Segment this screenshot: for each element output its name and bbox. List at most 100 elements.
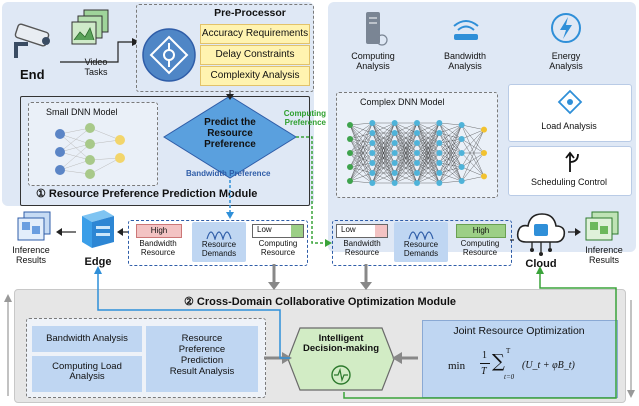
dnn-node xyxy=(347,164,353,170)
cloud-label: Cloud xyxy=(525,258,557,270)
video-frames-icon xyxy=(68,8,112,52)
dnn-edge xyxy=(394,122,418,174)
dnn-edge xyxy=(349,166,373,174)
dnn-edge xyxy=(349,124,373,164)
load-icon xyxy=(556,88,584,116)
dnn-edge xyxy=(416,152,440,184)
dnn-edge xyxy=(372,122,395,184)
dnn-node xyxy=(391,130,398,136)
dnn-edge xyxy=(394,122,418,164)
dnn-node xyxy=(458,136,465,142)
dnn-edge xyxy=(349,122,373,140)
dnn-edge xyxy=(372,122,395,154)
dnn-edge xyxy=(439,122,462,140)
dnn-edge xyxy=(394,122,418,154)
dnn-edge xyxy=(416,172,440,184)
dnn-node xyxy=(347,136,353,142)
small-dnn-graphic xyxy=(50,122,140,180)
wifi-icon xyxy=(448,12,484,44)
dnn-node xyxy=(481,173,487,180)
complexity-item: Complexity Analysis xyxy=(200,66,310,86)
dnn-edge xyxy=(416,122,440,184)
dnn-node xyxy=(347,178,353,184)
dnn-edge xyxy=(439,172,462,182)
dnn-edge xyxy=(416,122,440,134)
dnn-node xyxy=(458,164,465,170)
dnn-edge xyxy=(439,124,462,144)
inference-left-icon xyxy=(14,210,58,244)
dnn-edge xyxy=(461,138,485,177)
dnn-node xyxy=(391,120,398,126)
dnn-edge xyxy=(439,124,462,134)
dnn-edge xyxy=(439,122,462,126)
formula-sigma: ∑ xyxy=(492,351,505,372)
dnn-edge xyxy=(349,152,373,164)
dnn-edge xyxy=(349,152,373,182)
cloud-demands-cell xyxy=(394,222,448,262)
cloud-resource-demands: Resource Demands xyxy=(403,240,439,258)
dnn-node xyxy=(369,140,376,146)
module1-title: ① Resource Preference Prediction Module xyxy=(36,188,258,200)
dnn-node xyxy=(414,170,420,176)
dnn-edge xyxy=(372,152,395,184)
dnn-edge xyxy=(349,138,373,184)
dnn-edge xyxy=(439,152,462,164)
dnn-edge xyxy=(416,162,440,184)
dnn-edge xyxy=(372,122,395,144)
dnn-edge xyxy=(439,138,462,164)
dnn-edge xyxy=(394,122,418,184)
formula-min: min xyxy=(448,360,466,372)
dnn-edge xyxy=(349,142,373,154)
dnn-node xyxy=(481,150,487,156)
dnn-node xyxy=(369,180,376,186)
dnn-edge xyxy=(439,138,462,174)
scheduling-label: Scheduling Control xyxy=(530,177,608,187)
dnn-node xyxy=(414,180,420,186)
dnn-edge xyxy=(439,132,462,182)
formula-frac-line xyxy=(480,363,490,364)
dnn-node xyxy=(369,170,376,176)
dnn-edge xyxy=(439,132,462,154)
computing-load-cell xyxy=(32,356,142,392)
dnn-edge xyxy=(349,138,373,144)
dnn-edge xyxy=(461,152,485,168)
dnn-node xyxy=(347,150,353,156)
bandwidth-analysis-label: Bandwidth Analysis xyxy=(46,333,128,344)
dnn-node xyxy=(369,150,376,156)
dnn-edge xyxy=(439,162,462,168)
dnn-edge xyxy=(461,166,485,177)
dnn-edge xyxy=(394,152,418,184)
energy-icon xyxy=(548,10,584,46)
dnn-edge xyxy=(439,138,462,184)
dnn-node xyxy=(369,120,376,126)
dnn-edge xyxy=(439,166,462,184)
dnn-edge xyxy=(394,142,418,184)
dnn-edge xyxy=(349,152,373,184)
edge-computing-resource: Computing Resource xyxy=(258,239,298,257)
dnn-edge xyxy=(461,129,485,168)
dnn-edge xyxy=(439,142,462,182)
dnn-edge xyxy=(394,162,418,184)
dnn-edge xyxy=(439,138,462,144)
dnn-edge xyxy=(349,132,373,140)
cloud-high-box: High xyxy=(456,224,506,238)
formula-sum-bottom: t=0 xyxy=(504,373,515,381)
edge-high-box: High xyxy=(136,224,182,238)
dnn-edge xyxy=(349,132,373,168)
dnn-edge xyxy=(349,172,373,182)
dnn-edge xyxy=(461,129,485,154)
dnn-edge xyxy=(439,132,462,140)
dnn-edge xyxy=(439,180,462,184)
dnn-edge xyxy=(461,124,485,154)
joint-title: Joint Resource Optimization xyxy=(453,325,585,337)
dnn-edge xyxy=(461,152,485,182)
dnn-edge xyxy=(349,124,373,184)
dnn-edge xyxy=(349,122,373,126)
arrow-preprocessor-to-diamond xyxy=(226,90,234,100)
dnn-edge xyxy=(439,124,462,154)
formula-box: min 1 T ∑ T t=0 (U_t + φB_t) xyxy=(440,346,600,388)
dnn-edge xyxy=(439,124,462,174)
bandwidth-pref-label: Bandwidth Preference xyxy=(186,169,271,178)
dnn-edge xyxy=(439,132,462,168)
